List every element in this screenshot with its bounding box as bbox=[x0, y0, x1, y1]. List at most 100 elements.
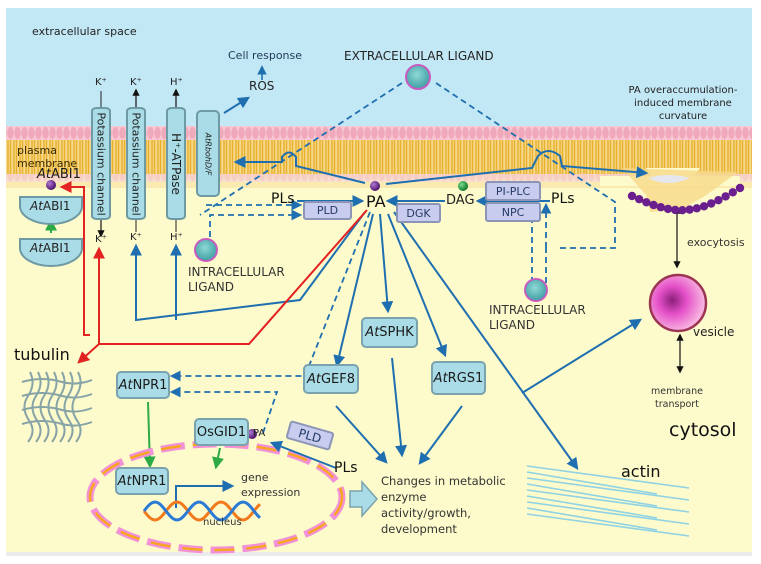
tubulin-filament bbox=[21, 420, 93, 427]
curvature-pa-dots bbox=[627, 183, 745, 215]
abi1-lower-prefix: At bbox=[30, 241, 43, 255]
plasma-membrane-label-1: plasma bbox=[17, 144, 57, 157]
int-ligand-right-line-2: LIGAND bbox=[489, 318, 535, 332]
osgid1-green-arrow bbox=[212, 447, 224, 470]
abi1-shape-lower bbox=[19, 238, 83, 267]
intracellular-ligand-right-label: INTRACELLULAR LIGAND bbox=[489, 303, 586, 333]
curvature-pa-dot bbox=[685, 205, 694, 214]
actin-filament bbox=[526, 489, 690, 513]
int-ligand-left-to-pld bbox=[209, 209, 303, 237]
curvature-pa-dot bbox=[671, 205, 680, 215]
dgk-box: DGK bbox=[396, 203, 441, 223]
actin-filament bbox=[526, 495, 658, 519]
nuclear-pa-dot-icon bbox=[247, 429, 257, 439]
potassium-channel-2: Potassium channel bbox=[126, 107, 146, 220]
dna-helix-icon bbox=[142, 500, 262, 522]
cell-response-label: Cell response bbox=[228, 49, 303, 62]
dag-molecule-icon bbox=[458, 181, 468, 191]
abi1-upper-suffix: ABI1 bbox=[42, 199, 71, 213]
nuclear-pa-to-atnpr1-dashed bbox=[169, 386, 279, 434]
gene-expression-line-2: expression bbox=[241, 486, 301, 499]
ion-arrows bbox=[97, 88, 180, 238]
dag-label: DAG bbox=[446, 193, 475, 208]
abi1-lower-label: AtABI1 bbox=[30, 241, 71, 256]
npc-box: NPC bbox=[485, 202, 541, 222]
actin-filament bbox=[526, 483, 658, 507]
nucleus-label: nucleus bbox=[203, 517, 242, 528]
curvature-pa-dot bbox=[663, 204, 673, 214]
nucleus-envelope-inner bbox=[88, 442, 344, 552]
extracellular-ligand-icon bbox=[405, 64, 431, 90]
abi1-membrane-suffix: ABI1 bbox=[51, 167, 81, 182]
actin-filament bbox=[526, 507, 658, 531]
pls-left-label: PLs bbox=[271, 191, 295, 207]
to-vesicle-arrow bbox=[521, 318, 643, 394]
pa-to-k-channel-arrow bbox=[130, 211, 366, 322]
curvature-pa-dot bbox=[692, 204, 701, 213]
atgef8-prefix: At bbox=[306, 371, 321, 387]
curvature-pa-dot bbox=[714, 196, 723, 205]
h-ion-in: H⁺ bbox=[170, 232, 183, 243]
exocytosis-label: exocytosis bbox=[687, 236, 745, 249]
atrgs1-to-outcome-arrow bbox=[418, 405, 463, 465]
gene-expression-line-1: gene bbox=[241, 471, 269, 484]
nucleus-to-outcome-arrow bbox=[349, 480, 379, 518]
pa-to-k-channel-red-arrow bbox=[93, 209, 368, 345]
actin-filament bbox=[526, 477, 690, 501]
red-arrow-to-abi1 bbox=[59, 181, 90, 336]
tubulin-filament bbox=[47, 371, 58, 443]
potassium-channel-1: Potassium channel bbox=[91, 107, 111, 220]
vesicle-icon bbox=[648, 273, 708, 333]
outcome-line-2: enzyme bbox=[381, 490, 427, 504]
pa-to-atrgs1-arrow bbox=[387, 213, 447, 358]
pa-to-atgef8-arrow bbox=[333, 213, 374, 368]
k-ion-out-1: K⁺ bbox=[95, 77, 107, 88]
abi1-lower-suffix: ABI1 bbox=[42, 241, 71, 255]
cytosol-label: cytosol bbox=[669, 419, 737, 441]
k-ion-in-2: K⁺ bbox=[130, 232, 142, 243]
atgef8-to-outcome-arrow bbox=[335, 405, 388, 464]
curvature-pa-dot bbox=[649, 200, 658, 210]
potassium-channel-1-label: Potassium channel bbox=[94, 111, 108, 216]
outcome-text: Changes in metabolic enzyme activity/gro… bbox=[381, 473, 506, 537]
atrgs1-suffix: RGS1 bbox=[447, 370, 484, 386]
red-arrow-to-tubulin bbox=[77, 343, 100, 364]
pa-to-curvature-arrow bbox=[385, 150, 649, 185]
actin-filament bbox=[526, 501, 690, 525]
actin-label: actin bbox=[621, 462, 661, 481]
tubulin-filament bbox=[21, 406, 93, 413]
rboh-label: AtRbohD/F bbox=[203, 132, 213, 175]
extracellular-space-label: extracellular space bbox=[32, 25, 137, 38]
abi1-shape-upper bbox=[19, 196, 83, 225]
curvature-label-line-2: induced membrane bbox=[634, 98, 732, 109]
tubulin-icon bbox=[21, 371, 93, 443]
rboh-to-ros-arrow bbox=[223, 96, 251, 114]
curvature-pa-dot bbox=[678, 206, 687, 215]
intracellular-ligand-right-icon bbox=[524, 278, 548, 302]
tubulin-filament bbox=[21, 392, 93, 399]
tubulin-label: tubulin bbox=[14, 345, 70, 364]
k-ion-in-1: K⁺ bbox=[95, 234, 107, 245]
curvature-pa-dot bbox=[627, 191, 637, 201]
abi1-upper-label: AtABI1 bbox=[30, 199, 71, 214]
int-ligand-left-line-2: LIGAND bbox=[188, 280, 234, 294]
h-ion-out: H⁺ bbox=[170, 77, 183, 88]
atgef8-suffix: GEF8 bbox=[320, 371, 356, 387]
atnpr1-top-suffix: NPR1 bbox=[132, 377, 168, 393]
tubulin-filament bbox=[21, 378, 93, 385]
nuclear-pls-label: PLs bbox=[334, 460, 358, 476]
outcome-line-3: activity/growth, bbox=[381, 506, 471, 520]
membrane-transport-line-1: membrane bbox=[651, 386, 703, 397]
plasma-membrane-label-2: membrane bbox=[17, 157, 78, 170]
tubulin-filament bbox=[39, 371, 50, 443]
pa-to-actin-arrow bbox=[393, 211, 579, 470]
atsphk-prefix: At bbox=[365, 325, 380, 340]
actin-icon bbox=[526, 465, 690, 537]
nuclear-pls-to-pa-arrow bbox=[269, 440, 337, 469]
pi-plc-box: PI-PLC bbox=[485, 181, 541, 201]
potassium-channel-2-label: Potassium channel bbox=[129, 111, 143, 216]
pa-to-rboh-arrow bbox=[233, 151, 366, 184]
atnpr1-top-prefix: At bbox=[118, 377, 133, 393]
